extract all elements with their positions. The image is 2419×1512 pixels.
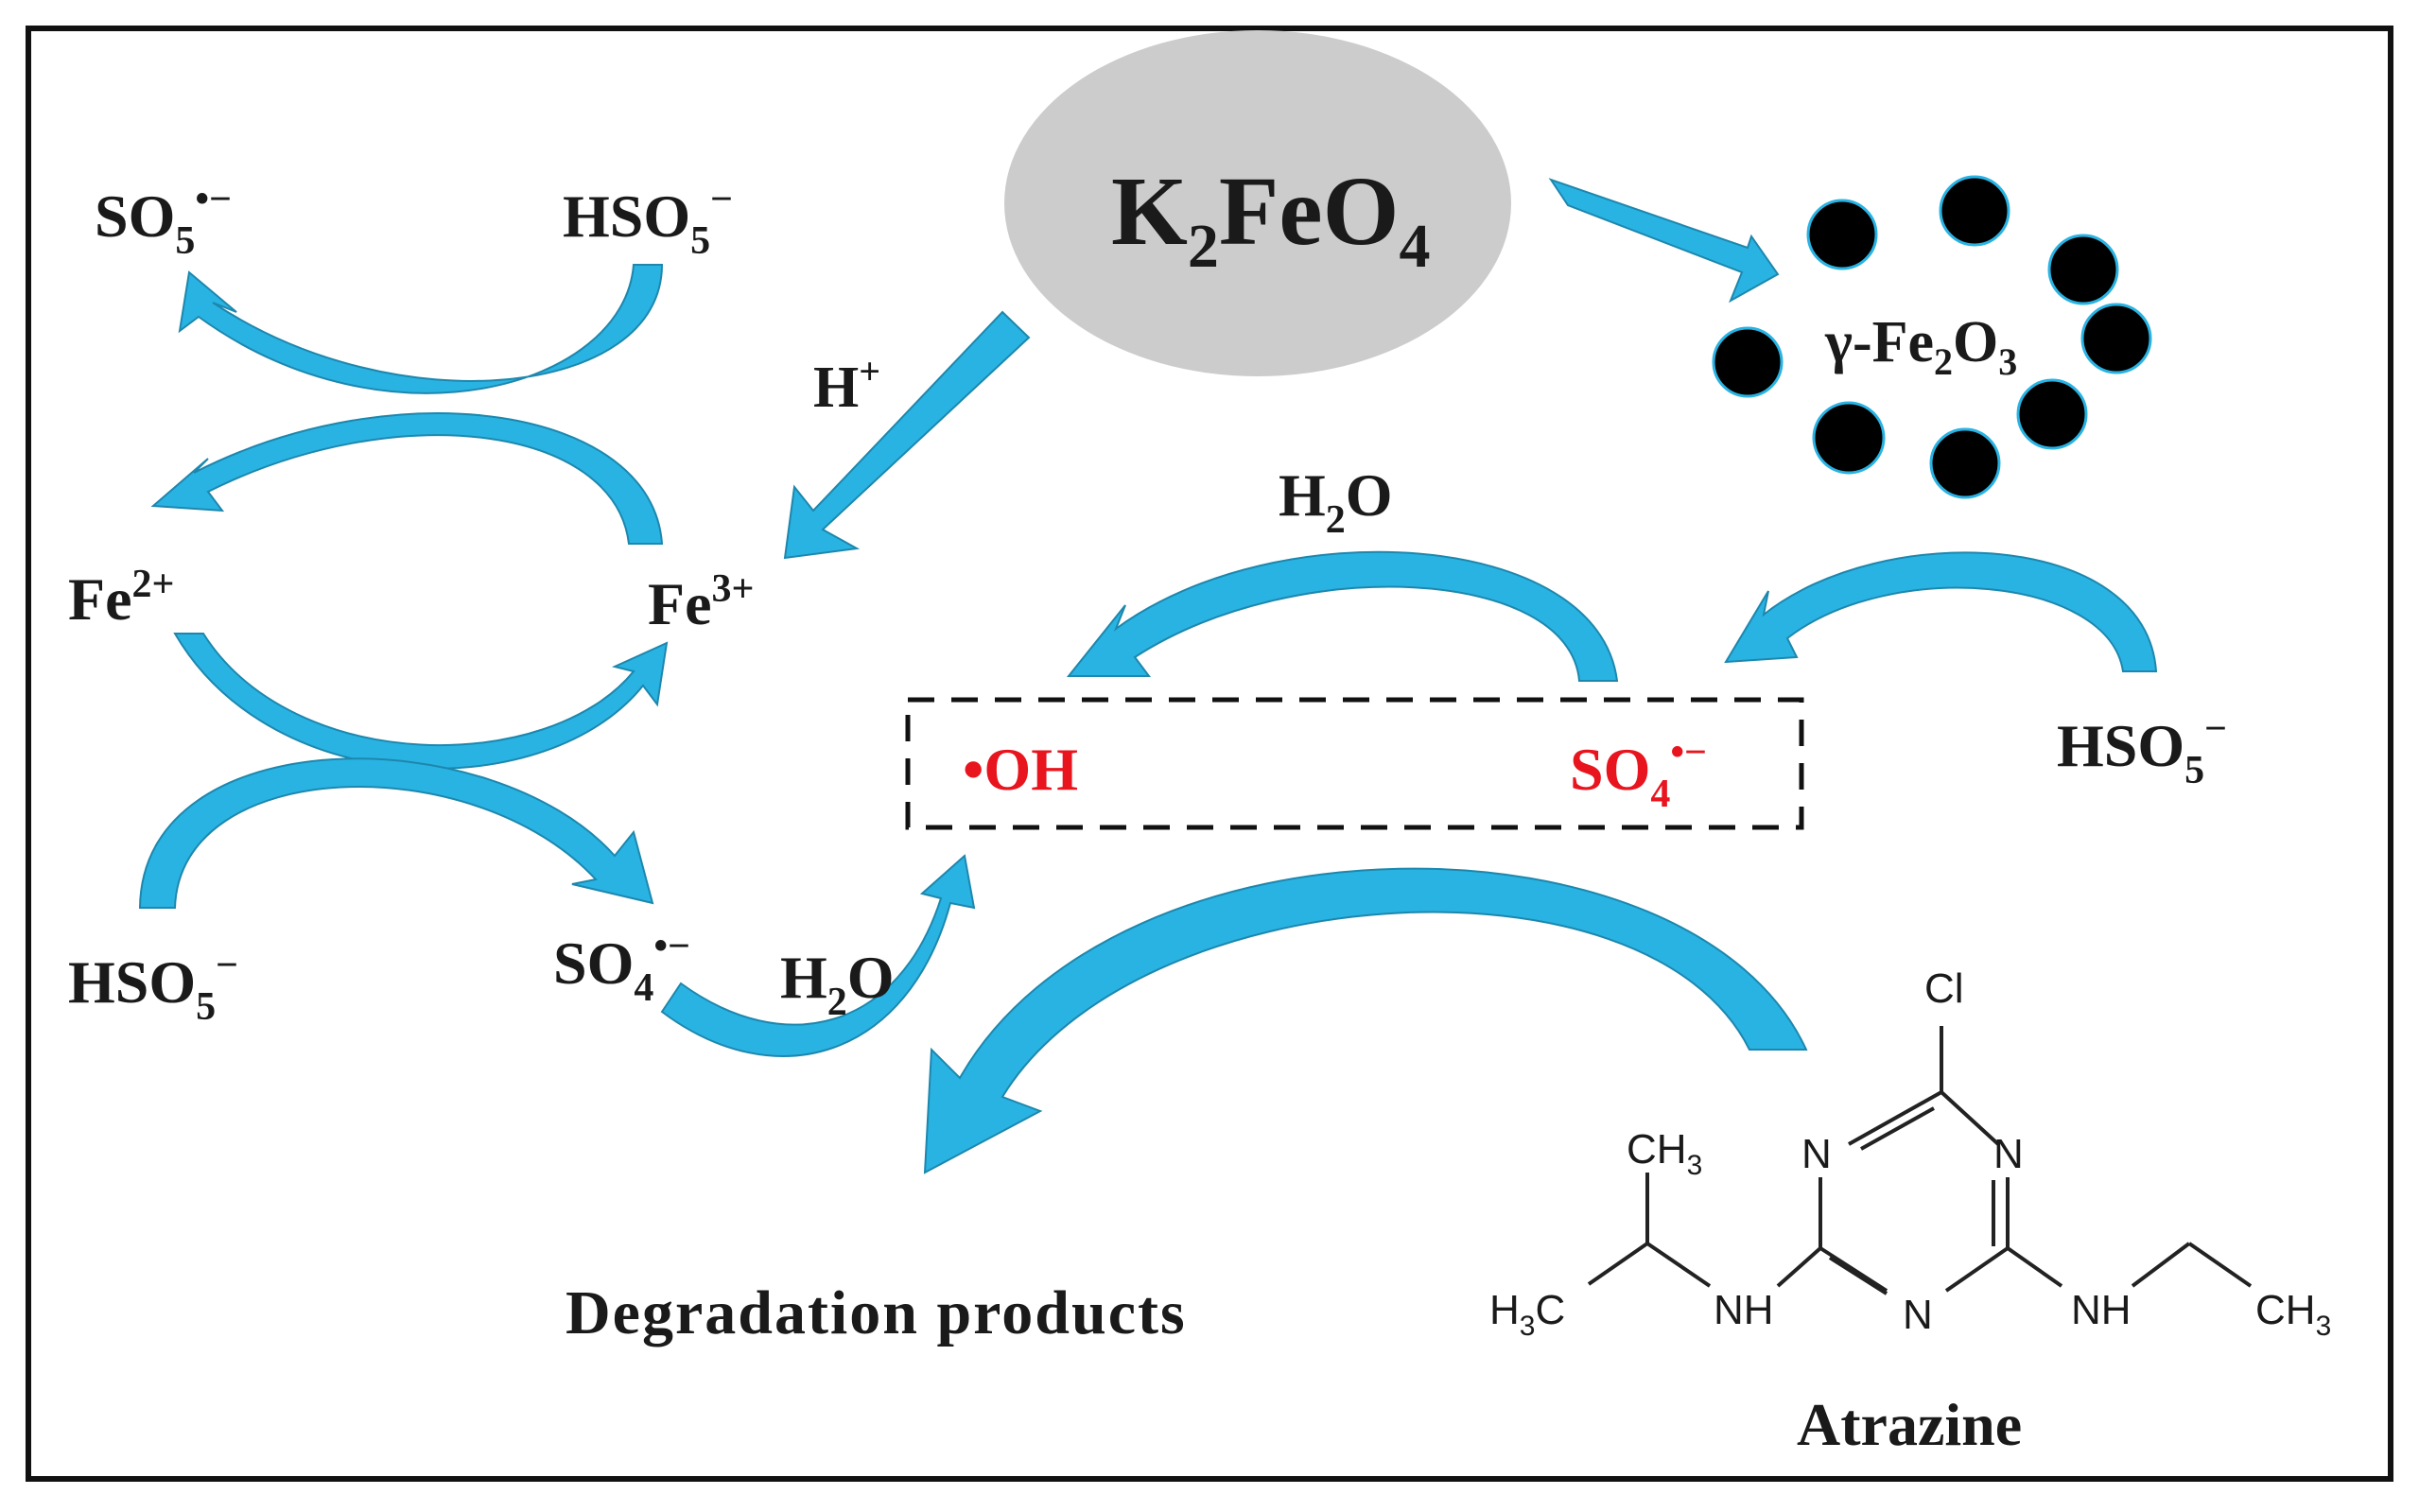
bond-ring-4-double [1828,1256,1888,1295]
atom-ch3-right: CH3 [2255,1287,2331,1342]
atrazine-name: Atrazine [1797,1391,2022,1458]
arrow-k2feo4-to-fe3 [783,310,1031,560]
particle-2 [1939,175,2010,247]
hso5-right-label: HSO5− [2057,707,2227,792]
atom-n-bottom: N [1903,1292,1933,1338]
bond-ch [1645,1242,1712,1288]
arrow-fe3-to-fe2 [150,412,664,545]
arrow-so4-to-oh-water [660,854,976,1057]
so4-radical-box-label: SO4•− [1570,731,1707,816]
particle-1 [1806,199,1878,270]
particle-3 [2047,234,2119,305]
atom-nh-right: NH [2071,1287,2132,1333]
arrow-hso5-to-so4-right [1724,551,2158,672]
bond-ethyl-2 [2187,1242,2253,1288]
particle-4 [1712,326,1784,398]
bond-ring-1-double [1860,1106,1935,1151]
atrazine-atoms: Cl N N N NH NH CH3 H3C CH3 [1489,965,2331,1342]
bond-ring-4 [1819,1246,1888,1293]
hso5-top-label: HSO5− [563,178,733,263]
degradation-products-label: Degradation products [566,1278,1187,1347]
arrow-water-top [1066,550,1619,682]
arrow-atrazine-to-products [923,867,1808,1174]
atrazine-structure [1587,1026,2253,1295]
bond-ethyl-1 [2131,1242,2191,1288]
arrow-k2feo4-to-fe2o3 [1548,178,1780,304]
so5-radical-label: SO5•− [95,178,232,263]
atom-nh-left: NH [1714,1287,1774,1333]
arrow-fe2-to-fe3 [173,633,669,770]
atom-n-top-left: N [1801,1131,1832,1177]
k2feo4-ellipse [1004,30,1511,376]
hso5-bottom-label: HSO5− [68,944,238,1029]
arrow-hso5-to-so4 [138,757,654,909]
particle-6 [1812,401,1886,475]
particle-7 [2016,378,2088,450]
bond-ch-h3c [1587,1242,1649,1286]
so4-radical-left-label: SO4•− [553,925,690,1010]
particle-5 [2080,303,2152,374]
radicals-box [905,697,1804,830]
arrow-hso5-to-so5 [178,264,664,394]
fe3-label: Fe3+ [648,567,754,637]
fe2o3-particles [1712,175,2152,499]
water-left-label: H2O [780,944,895,1024]
atom-ch3-top: CH3 [1627,1126,1702,1181]
water-top-label: H2O [1279,461,1393,542]
fe2-label: Fe2+ [68,563,174,633]
atom-n-top-right: N [1993,1131,2024,1177]
k2feo4-label: K2FeO4 [1111,157,1431,281]
particle-8 [1929,427,2001,499]
atom-cl: Cl [1924,965,1964,1012]
bond-ring-1 [1848,1090,1942,1146]
bond-ring-2 [1940,1090,2000,1146]
bond-ring-6 [1944,1246,2010,1293]
h-plus-label: H+ [813,350,880,420]
bond-nh-right [2006,1246,2063,1288]
fe2o3-label: γ-Fe2O3 [1824,310,2017,383]
oh-radical-label: •OH [963,736,1078,803]
figure-border [26,26,2393,1482]
atom-h3c: H3C [1489,1287,1565,1342]
bond-nh-left [1776,1246,1822,1288]
